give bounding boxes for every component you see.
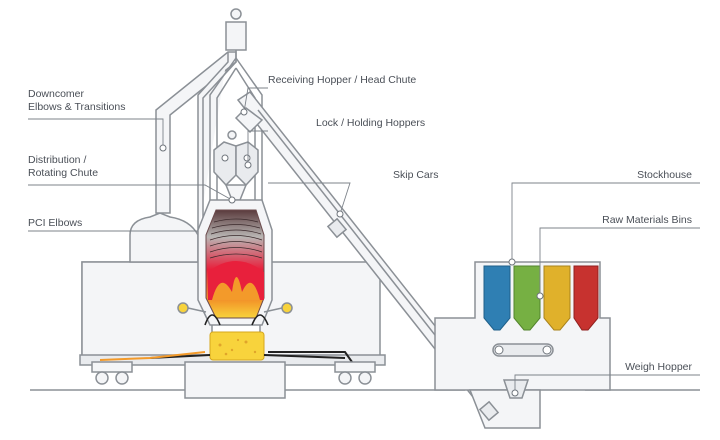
- wheel-icon: [358, 371, 372, 385]
- bin-red: [573, 265, 599, 331]
- bustle-loop: [204, 314, 269, 326]
- bin-green: [513, 265, 541, 331]
- label-stockhouse: Stockhouse: [637, 169, 692, 182]
- charging-chute: [224, 184, 248, 201]
- label-downcomer-line2: Elbows & Transitions: [28, 101, 126, 113]
- raceway-flame: [212, 277, 260, 300]
- weigh-hopper: [502, 379, 530, 399]
- label-weigh: Weigh Hopper: [625, 361, 692, 374]
- label-lock: Lock / Holding Hoppers: [316, 117, 425, 130]
- dust-catcher: [129, 212, 199, 263]
- slag-runner: [268, 351, 353, 363]
- wheel-icon: [338, 371, 352, 385]
- tuyere-stock-left: [187, 307, 207, 313]
- label-bins: Raw Materials Bins: [602, 214, 692, 227]
- label-skip: Skip Cars: [393, 169, 439, 182]
- skip-car-icon-bottom: [478, 400, 500, 422]
- label-distribution-line1: Distribution /: [28, 154, 87, 166]
- wheel-icon: [115, 371, 129, 385]
- label-weigh-line1: Weigh Hopper: [625, 361, 692, 373]
- skip-car-icon: [326, 217, 348, 239]
- hearth-pool: [209, 331, 265, 361]
- furnace-foundation: [184, 361, 286, 399]
- hoist-frame: [209, 57, 263, 200]
- uptake-outer: [202, 40, 237, 235]
- leader-lines: [28, 87, 700, 393]
- label-pci: PCI Elbows: [28, 217, 82, 230]
- label-distribution-line2: Rotating Chute: [28, 167, 99, 179]
- hook-icon: [230, 8, 242, 20]
- tuyere-icon: [177, 302, 189, 314]
- burden-layers: [209, 218, 263, 259]
- label-bins-line1: Raw Materials Bins: [602, 214, 692, 226]
- label-distribution: Distribution / Rotating Chute: [28, 154, 98, 180]
- leader-dots: [159, 108, 544, 397]
- tuyere-stock-right: [263, 307, 283, 313]
- bin-blue: [483, 265, 511, 331]
- label-receiving-line1: Receiving Hopper / Head Chute: [268, 74, 417, 86]
- ladle-car-right: [334, 361, 376, 385]
- label-pci-line1: PCI Elbows: [28, 217, 83, 229]
- ladle-car-left: [91, 361, 133, 385]
- label-downcomer-line1: Downcomer: [28, 88, 85, 100]
- label-downcomer: Downcomer Elbows & Transitions: [28, 88, 125, 114]
- tuyere-icon: [281, 302, 293, 314]
- wheel-icon: [95, 371, 109, 385]
- label-skip-line1: Skip Cars: [393, 169, 439, 181]
- bin-yellow: [543, 265, 571, 331]
- label-lock-line1: Lock / Holding Hoppers: [316, 117, 426, 129]
- head-frame: [225, 21, 247, 51]
- hearth-bubbles: [218, 338, 257, 356]
- receiving-hopper-pin: [227, 130, 237, 140]
- conveyor-belt: [492, 343, 554, 357]
- label-receiving: Receiving Hopper / Head Chute: [268, 74, 416, 87]
- uptake-left: [197, 52, 229, 235]
- iron-runner: [99, 351, 206, 361]
- label-stockhouse-line1: Stockhouse: [637, 169, 692, 181]
